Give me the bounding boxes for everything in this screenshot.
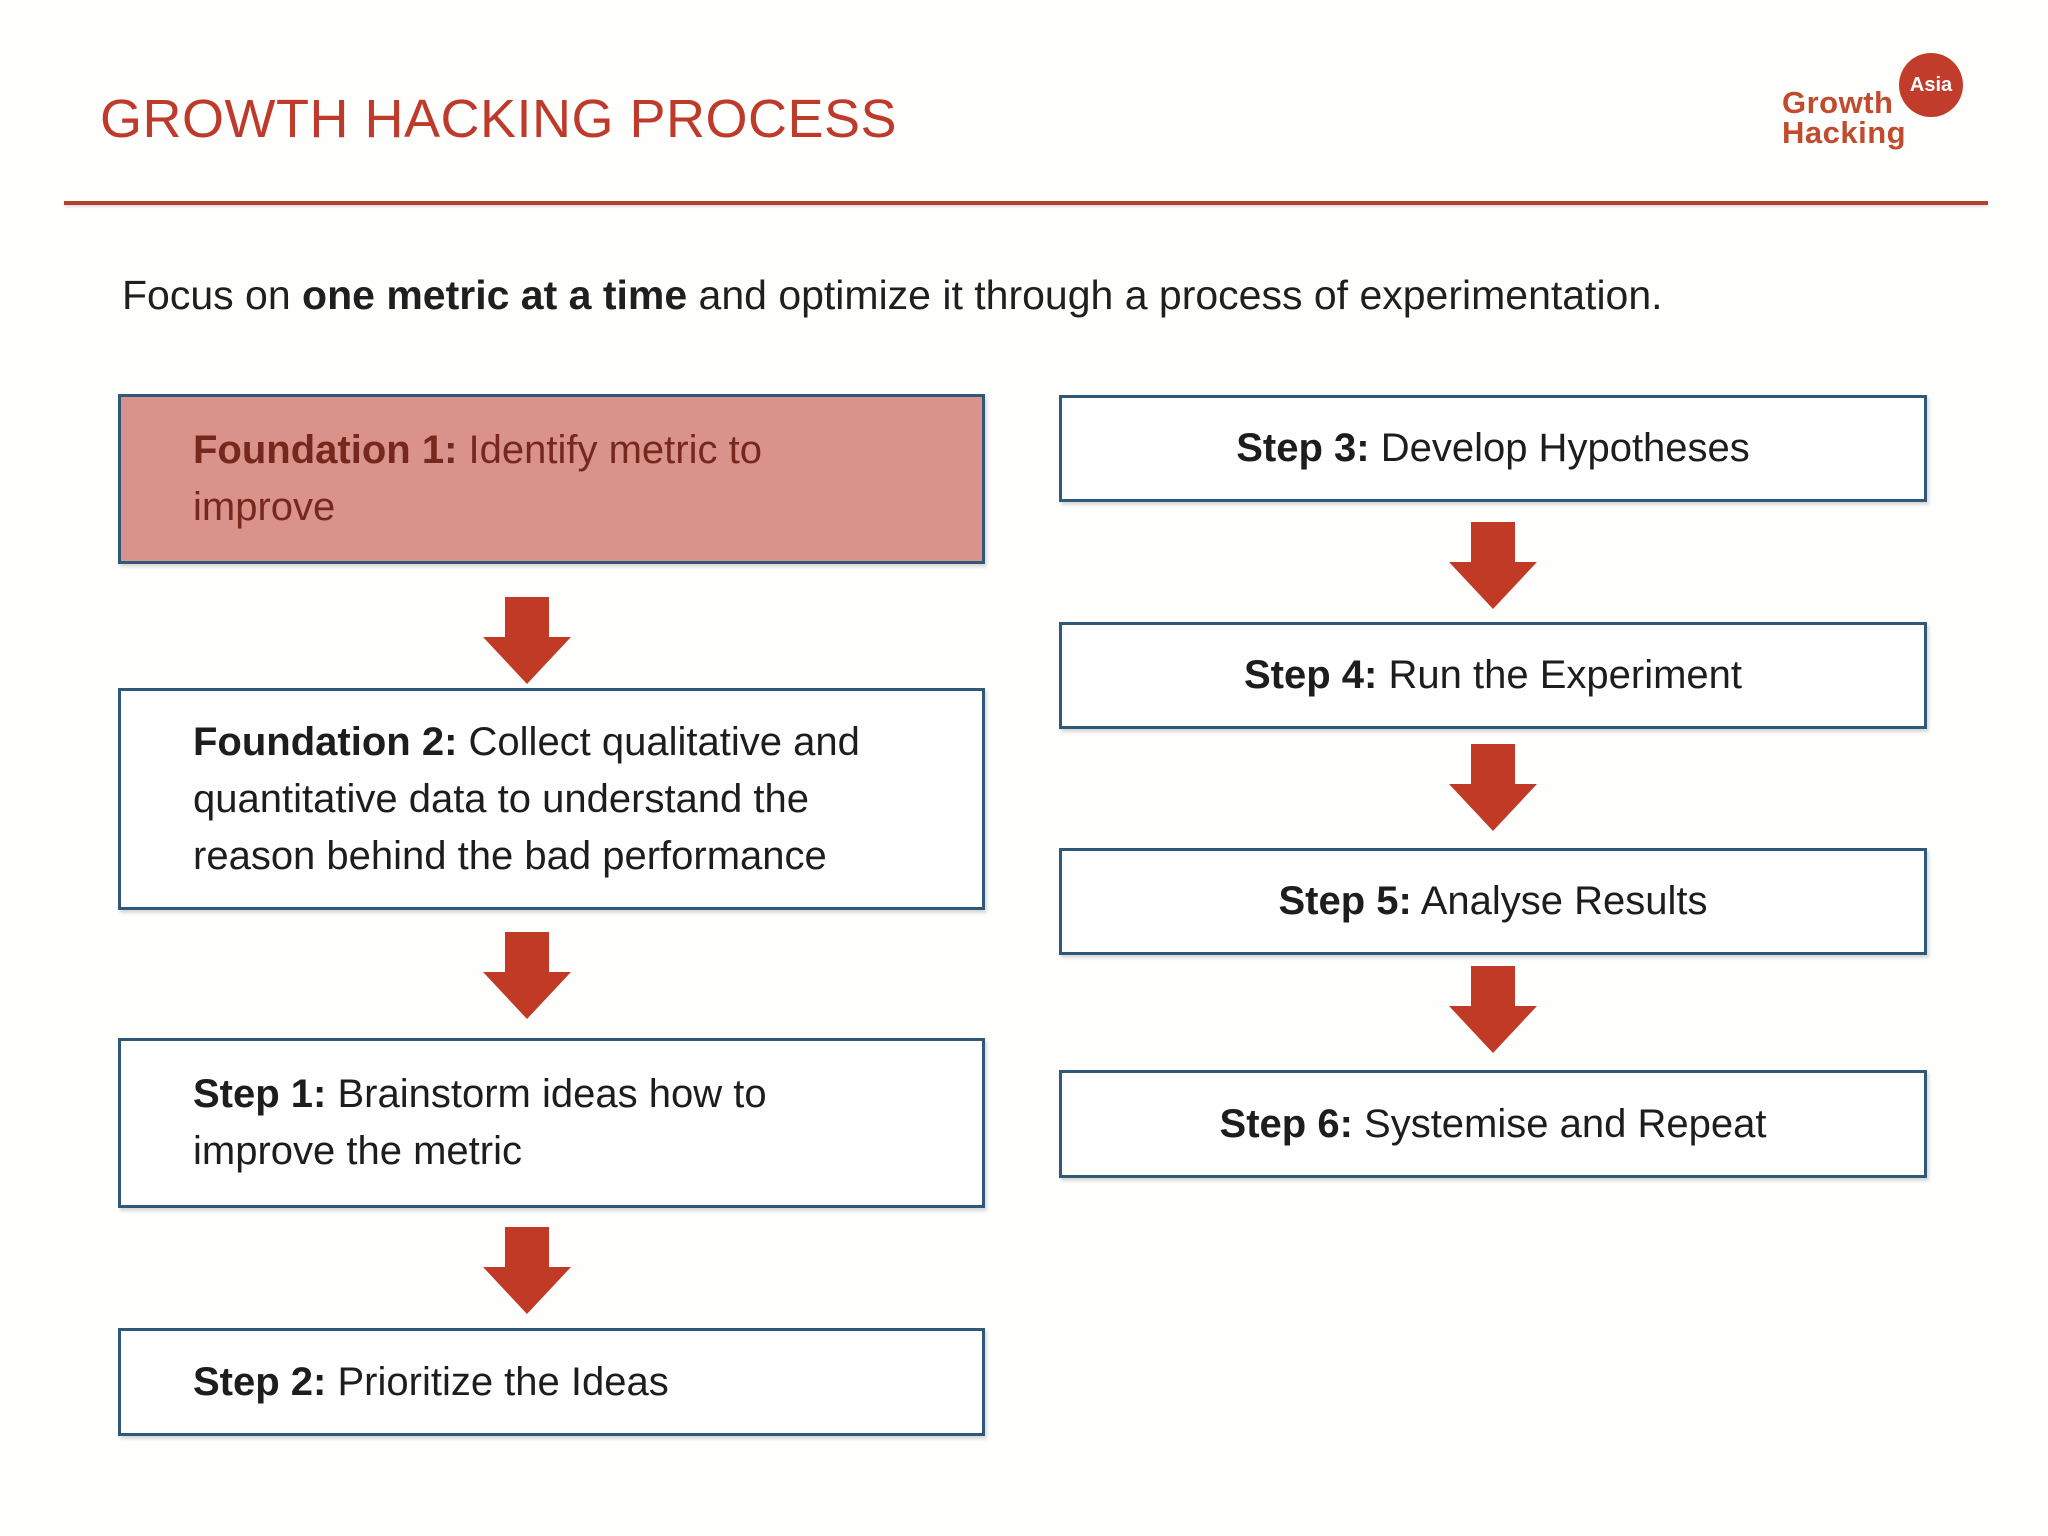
box-text: Develop Hypotheses: [1380, 426, 1750, 470]
flow-box-foundation-2: Foundation 2: Collect qualitative and qu…: [118, 688, 985, 910]
arrow-stem: [505, 932, 549, 972]
down-arrow-icon: [483, 597, 571, 684]
flow-box-step-1: Step 1: Brainstorm ideas how to improve …: [118, 1038, 985, 1208]
arrow-head: [483, 637, 571, 684]
logo-word-growth: Growth: [1782, 85, 1894, 120]
box-text: Collect qualitative and quantitative dat…: [193, 719, 860, 878]
arrow-stem: [505, 1227, 549, 1267]
box-label: Step 3:: [1236, 426, 1370, 470]
intro-sentence: Focus on one metric at a time and optimi…: [122, 270, 1663, 321]
box-text: Systemise and Repeat: [1364, 1101, 1767, 1146]
growth-hacking-asia-logo: Growth Hacking Asia: [1782, 40, 1992, 160]
box-label: Step 4:: [1244, 653, 1378, 697]
box-text: Identify metric to improve: [193, 428, 762, 529]
arrow-head: [1449, 562, 1537, 609]
logo-asia-badge: Asia: [1899, 53, 1963, 117]
flow-box-foundation-1: Foundation 1: Identify metric to improve: [118, 394, 985, 564]
flow-box-step-2: Step 2: Prioritize the Ideas: [118, 1328, 985, 1436]
arrow-stem: [1471, 966, 1515, 1006]
flow-box-step-3: Step 3: Develop Hypotheses: [1059, 395, 1927, 502]
arrow-stem: [1471, 744, 1515, 784]
down-arrow-icon: [1449, 522, 1537, 609]
down-arrow-icon: [483, 1227, 571, 1314]
flow-box-step-6: Step 6: Systemise and Repeat: [1059, 1070, 1927, 1178]
box-label: Foundation 1:: [193, 428, 458, 472]
flow-box-step-4: Step 4: Run the Experiment: [1059, 622, 1927, 729]
logo-word-hacking: Hacking: [1782, 115, 1907, 150]
page-title: GROWTH HACKING PROCESS: [100, 89, 898, 149]
intro-prefix: Focus on: [122, 272, 303, 318]
arrow-stem: [505, 597, 549, 637]
title-divider-line: [64, 201, 1988, 205]
box-text: Analyse Results: [1420, 879, 1708, 923]
box-label: Step 2:: [193, 1359, 327, 1404]
flow-box-step-5: Step 5: Analyse Results: [1059, 848, 1927, 955]
box-text: Run the Experiment: [1388, 653, 1742, 697]
arrow-head: [1449, 784, 1537, 831]
box-label: Step 5:: [1278, 879, 1412, 923]
intro-emphasis: one metric at a time: [302, 272, 688, 318]
box-text: Prioritize the Ideas: [337, 1359, 669, 1404]
down-arrow-icon: [483, 932, 571, 1019]
down-arrow-icon: [1449, 744, 1537, 831]
arrow-head: [483, 972, 571, 1019]
arrow-head: [483, 1267, 571, 1314]
arrow-stem: [1471, 522, 1515, 562]
logo-wordmark: Growth Hacking: [1782, 85, 1907, 150]
box-label: Foundation 2:: [193, 719, 458, 764]
intro-suffix: and optimize it through a process of exp…: [687, 272, 1663, 318]
box-text: Brainstorm ideas how to improve the metr…: [193, 1072, 767, 1173]
down-arrow-icon: [1449, 966, 1537, 1053]
arrow-head: [1449, 1006, 1537, 1053]
box-label: Step 1:: [193, 1072, 327, 1116]
box-label: Step 6:: [1219, 1101, 1353, 1146]
